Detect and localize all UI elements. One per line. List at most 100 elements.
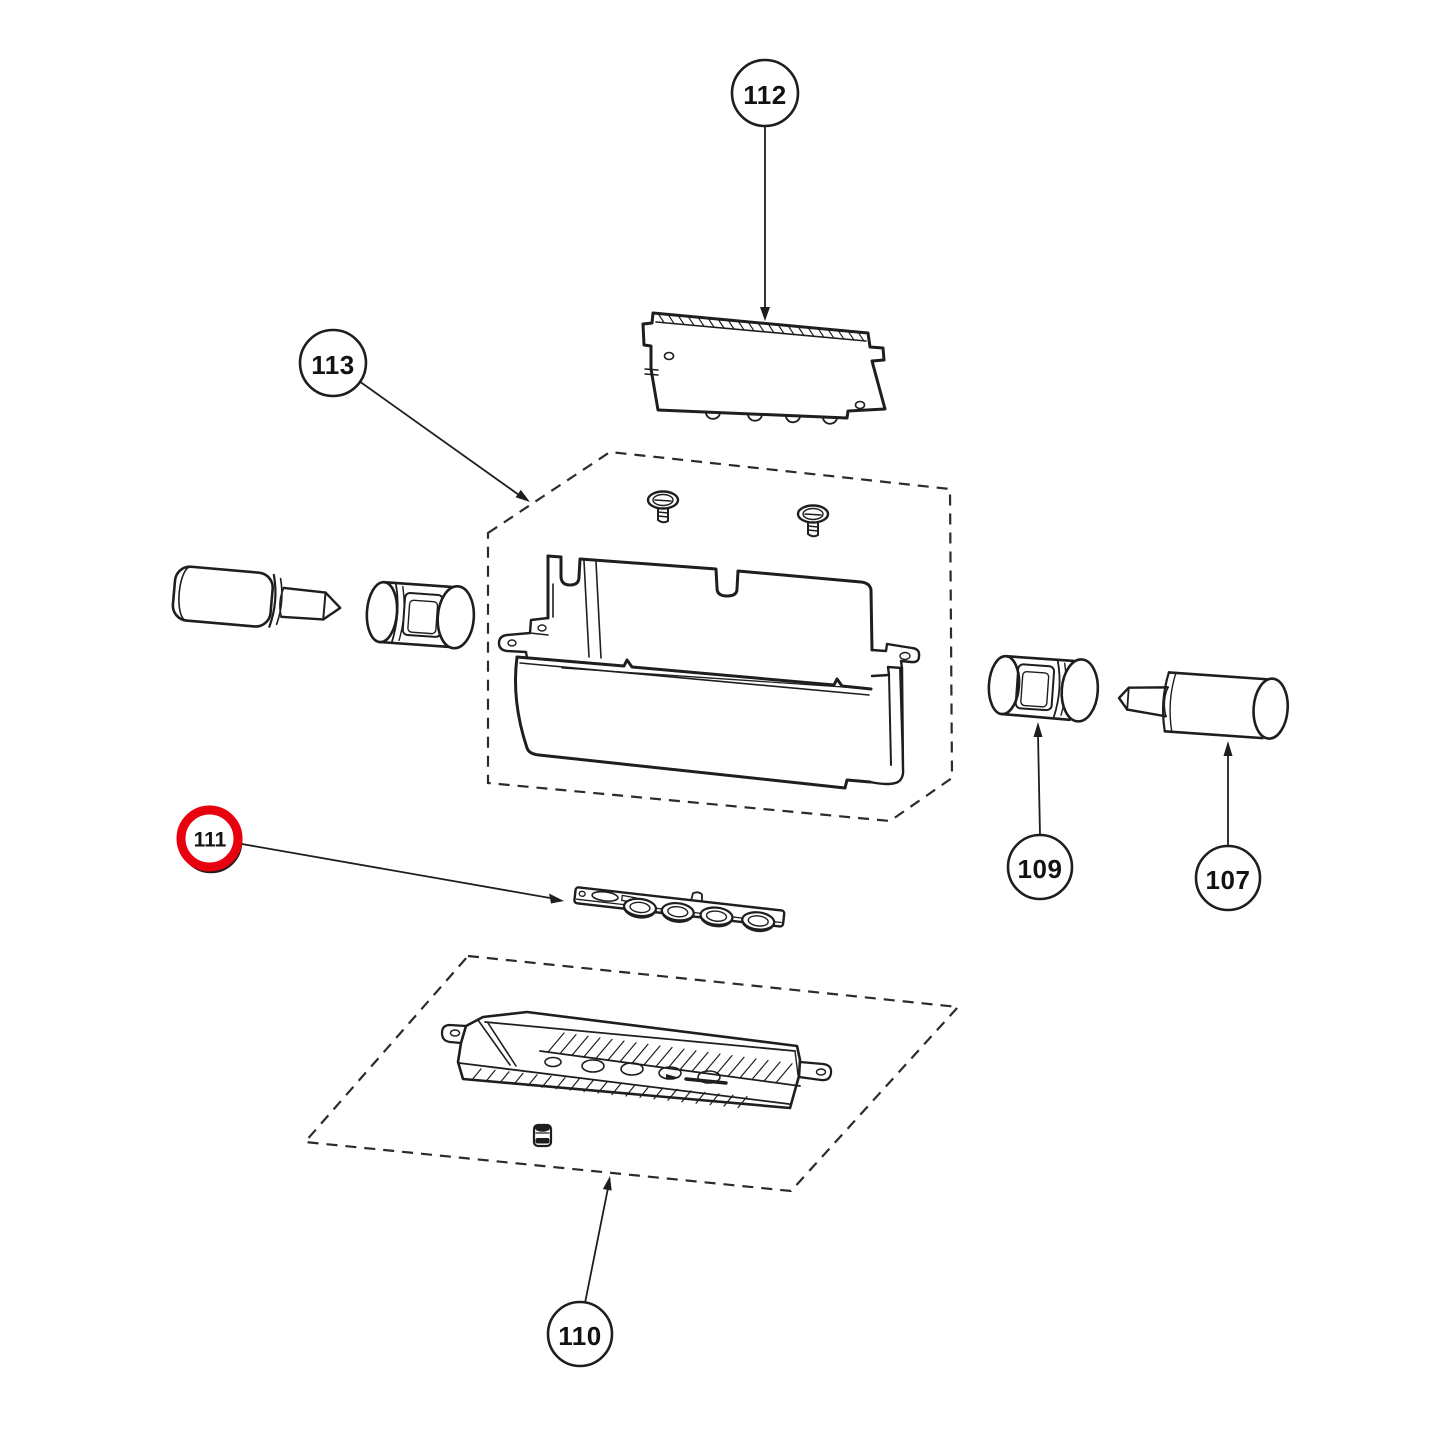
dome-inner <box>705 910 728 922</box>
callout-balloon-112[interactable] <box>730 58 800 128</box>
right-outer-face <box>868 666 905 786</box>
shaft <box>280 586 327 621</box>
shaft <box>657 507 669 524</box>
callout-balloon-107[interactable] <box>1194 844 1262 912</box>
edge-slit <box>644 368 659 376</box>
right-mount-tab <box>870 642 921 678</box>
callout-111-selected[interactable]: 111 <box>176 805 564 904</box>
head-inner <box>802 507 824 521</box>
screw-right <box>796 504 830 538</box>
right-ear <box>797 1060 833 1082</box>
floor-hole <box>581 1059 605 1073</box>
left-cap <box>365 580 399 644</box>
arrowhead-113 <box>515 489 530 502</box>
leader-line-109 <box>1037 733 1041 836</box>
right-cap <box>1252 677 1290 740</box>
body-lines <box>378 580 454 649</box>
body <box>171 565 275 628</box>
slot <box>591 890 619 902</box>
callout-label-113: 113 <box>311 350 354 380</box>
callout-balloon-113[interactable] <box>298 328 368 398</box>
leader-line-113 <box>358 380 520 496</box>
fastener-nut <box>532 1123 553 1148</box>
back-wall-hatching <box>547 1032 793 1084</box>
part-cover-plate <box>641 311 887 425</box>
callout-107[interactable]: 107 <box>1194 741 1262 912</box>
callout-112[interactable]: 112 <box>730 58 800 321</box>
bracket-hole <box>537 624 547 632</box>
leader-line-110 <box>584 1187 609 1304</box>
back-rail-inner <box>484 1021 796 1052</box>
callout-label-109: 109 <box>1018 854 1063 884</box>
callout-balloon-109[interactable] <box>1006 833 1074 901</box>
dome-inner <box>667 905 689 918</box>
threads <box>807 525 819 532</box>
shaft <box>1126 686 1170 718</box>
tab-hole <box>899 651 911 661</box>
top-tab <box>690 891 703 903</box>
arrowhead-112 <box>760 307 770 321</box>
tip-chamfer <box>1126 686 1130 711</box>
callout-113[interactable]: 113 <box>298 328 530 502</box>
part-base-tray <box>440 1010 833 1110</box>
top-band-hatching <box>657 312 865 342</box>
recess-inner <box>1020 670 1050 708</box>
right-end-line <box>794 1050 799 1076</box>
body-lines <box>1000 654 1076 722</box>
right-cap <box>436 585 476 650</box>
head-inner <box>652 493 674 507</box>
front-top-inner <box>519 662 870 696</box>
part-push-button-left <box>365 580 476 650</box>
button-dome <box>660 902 695 923</box>
drive-slot <box>654 499 672 502</box>
tip-chamfer <box>322 591 327 621</box>
shaft-base <box>279 587 285 618</box>
threads <box>657 511 669 518</box>
arrowhead-109 <box>1033 722 1043 737</box>
callout-110[interactable]: 110 <box>546 1176 614 1368</box>
bottom-bumps <box>705 411 838 425</box>
callout-label-107: 107 <box>1206 865 1251 895</box>
highlight-ring-111[interactable] <box>176 805 243 872</box>
dashed-boundary-113 <box>486 450 954 823</box>
screw-left <box>646 490 680 524</box>
callout-balloon-110[interactable] <box>546 1300 614 1368</box>
left-ear <box>440 1023 468 1045</box>
dome-inner <box>747 915 769 927</box>
pointed-tip <box>1117 686 1130 711</box>
button-dome <box>741 911 776 933</box>
callout-label-110: 110 <box>558 1321 601 1351</box>
button-dome <box>699 906 734 928</box>
callout-109[interactable]: 109 <box>1006 722 1074 901</box>
right-column <box>888 667 904 768</box>
left-cap <box>987 654 1021 716</box>
top-band <box>535 1124 550 1132</box>
body-left-arc <box>1161 671 1171 733</box>
dome-inner <box>629 901 651 914</box>
part-push-button-109 <box>987 654 1100 723</box>
ear-hole <box>449 1029 461 1037</box>
bracket-hole <box>507 639 517 647</box>
button-dome <box>622 897 658 919</box>
dashed-outline <box>302 954 961 1193</box>
outline <box>641 311 887 420</box>
bottom-band <box>535 1138 550 1144</box>
floor-hole <box>620 1062 644 1076</box>
collar <box>268 573 277 628</box>
collar <box>1052 659 1061 718</box>
fold-lines <box>583 560 602 659</box>
arrowhead-107 <box>1223 741 1233 756</box>
left-wall-lines <box>477 1019 517 1067</box>
part-knob-shaft-left <box>171 565 342 628</box>
front-left-edge <box>514 655 529 750</box>
drive-slot <box>804 513 822 516</box>
callout-label-111: 111 <box>194 829 227 852</box>
body-lines <box>1163 671 1268 740</box>
top-band <box>655 321 867 342</box>
part-housing-box <box>497 554 921 790</box>
arrowhead-111 <box>549 893 564 904</box>
ear-hole <box>815 1068 827 1076</box>
left-bracket <box>497 616 550 660</box>
shaft <box>807 521 819 538</box>
